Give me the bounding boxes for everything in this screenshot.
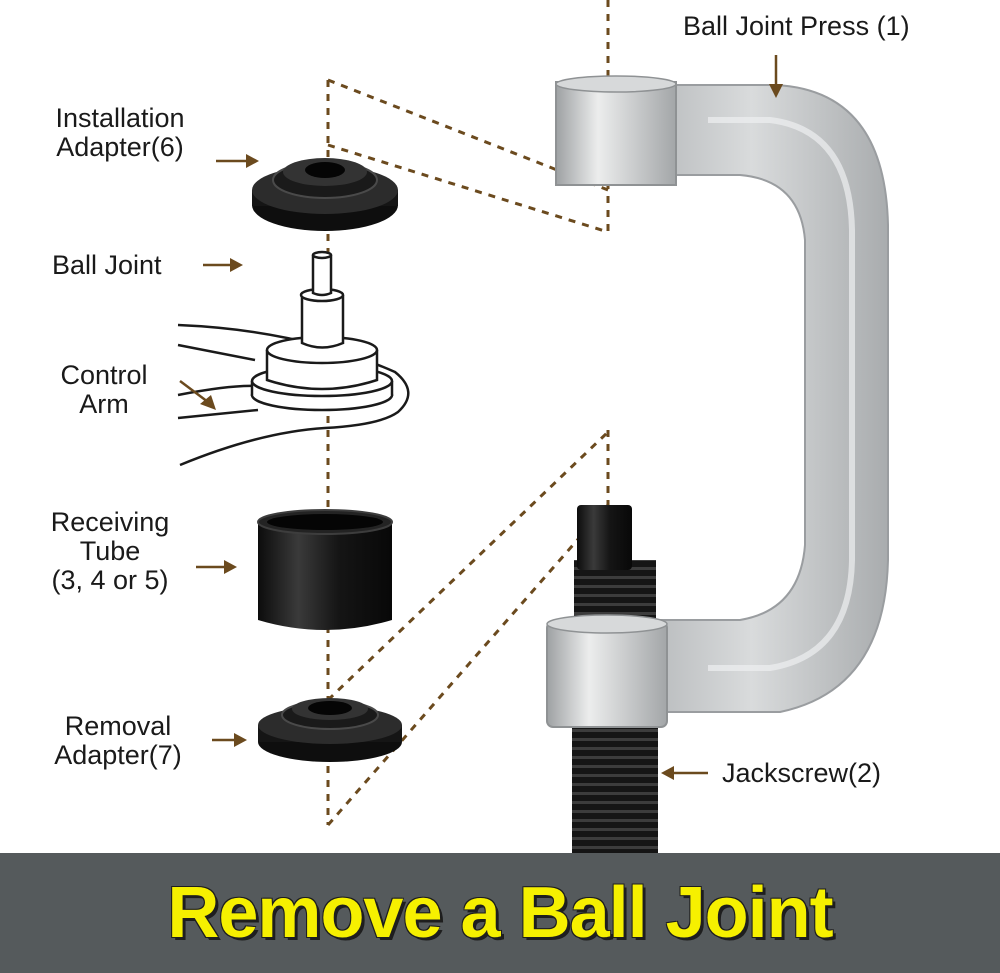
arrow-jackscrew (661, 766, 708, 780)
label-receiving-tube-line1: Receiving (30, 508, 190, 537)
label-jackscrew-text: Jackscrew(2) (722, 759, 881, 788)
press-top-collar (556, 82, 676, 185)
banner-title: Remove a Ball Joint (0, 853, 1000, 973)
arrow-ball-joint (203, 258, 243, 272)
label-ball-joint-press: Ball Joint Press (1) (683, 12, 910, 41)
label-ball-joint-press-text: Ball Joint Press (1) (683, 12, 910, 41)
label-receiving-tube-line3: (3, 4 or 5) (30, 566, 190, 595)
bottom-banner: Remove a Ball Joint (0, 853, 1000, 973)
label-installation-adapter-line2: Adapter(6) (40, 133, 200, 162)
label-receiving-tube: Receiving Tube (3, 4 or 5) (30, 508, 190, 595)
label-control-arm-line2: Arm (42, 390, 166, 419)
press-bottom-collar (547, 622, 667, 727)
label-installation-adapter: Installation Adapter(6) (40, 104, 200, 162)
ball-joint-part (178, 252, 408, 465)
label-removal-adapter-line1: Removal (48, 712, 188, 741)
jackscrew (547, 505, 667, 853)
label-removal-adapter-line2: Adapter(7) (48, 741, 188, 770)
installation-adapter-part (252, 158, 398, 231)
label-ball-joint: Ball Joint (52, 251, 162, 280)
removal-adapter-part (258, 698, 402, 762)
arrow-receiving-tube (196, 560, 237, 574)
label-ball-joint-text: Ball Joint (52, 251, 162, 280)
label-control-arm-line1: Control (42, 361, 166, 390)
receiving-tube-part (258, 510, 392, 630)
label-control-arm: Control Arm (42, 361, 166, 419)
label-jackscrew: Jackscrew(2) (722, 759, 881, 788)
label-installation-adapter-line1: Installation (40, 104, 200, 133)
arrow-removal-adapter (212, 733, 247, 747)
jackscrew-tip (577, 505, 632, 570)
arrow-control-arm (180, 381, 216, 410)
label-removal-adapter: Removal Adapter(7) (48, 712, 188, 770)
label-receiving-tube-line2: Tube (30, 537, 190, 566)
arrow-installation-adapter (216, 154, 259, 168)
